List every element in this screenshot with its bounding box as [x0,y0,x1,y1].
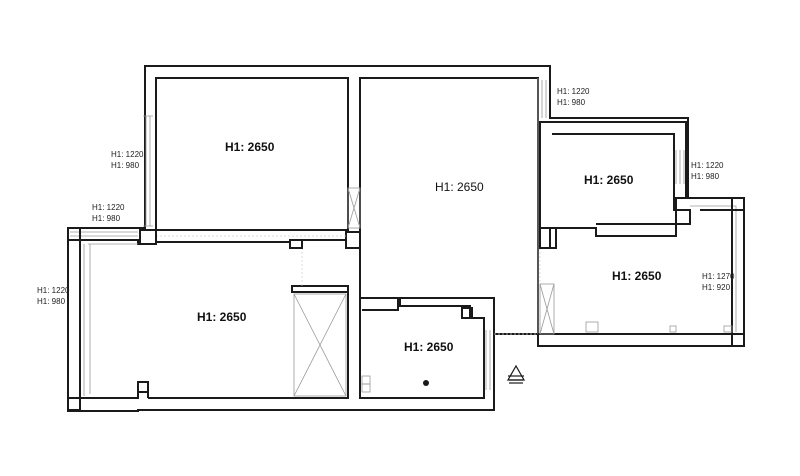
window-note-line: H1: 980 [557,98,586,107]
window-note-balcony: H1: 1220 H1: 980 [37,285,69,307]
floor-drain-icon [423,380,429,386]
room-label-bathroom: H1: 2650 [404,340,454,354]
room-label-top-left: H1: 2650 [225,140,275,154]
entrance-arrow-icon [506,364,526,384]
living-room-walls [359,77,539,335]
window-note-top-right: H1: 1220 H1: 980 [557,86,589,108]
closet [293,293,347,397]
exterior-walls [67,65,745,412]
window-note-line: H1: 1220 [37,286,70,295]
room-label-living: H1: 2650 [435,180,484,194]
bedroom-bottom-left-walls [148,234,361,399]
window-note-line: H1: 920 [702,283,731,292]
outlet-icon [585,321,599,333]
window-note-line: H1: 1220 [691,161,724,170]
window-note-right-room: H1: 1270 H1: 920 [702,271,734,293]
room-label-right: H1: 2650 [612,269,662,283]
window-note-line: H1: 1220 [557,87,590,96]
room-label-bottom-left: H1: 2650 [197,310,247,324]
window-note-line: H1: 1220 [111,150,144,159]
window-note-left-middle: H1: 1220 H1: 980 [92,202,124,224]
window-note-left-upper: H1: 1220 H1: 980 [111,149,143,171]
window-note-line: H1: 980 [37,297,66,306]
window-note-right-bedroom: H1: 1220 H1: 980 [691,160,723,182]
room-label-top-right: H1: 2650 [584,173,634,187]
window-note-line: H1: 980 [111,161,140,170]
window-note-line: H1: 1220 [92,203,125,212]
right-cabinet [539,283,555,335]
window-note-line: H1: 1270 [702,272,735,281]
window-note-line: H1: 980 [92,214,121,223]
window-note-line: H1: 980 [691,172,720,181]
bedroom-top-left-walls [155,77,349,231]
